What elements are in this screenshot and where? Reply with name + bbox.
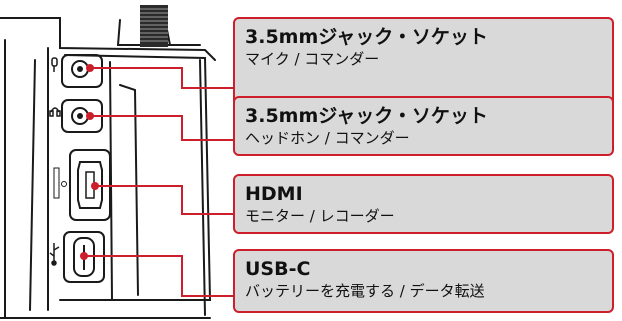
- callout-usb-c: USB-C バッテリーを充電する / データ転送: [233, 249, 614, 313]
- callout-headphone-jack: 3.5mmジャック・ソケット ヘッドホン / コマンダー: [233, 96, 614, 156]
- callout-title: 3.5mmジャック・ソケット: [245, 26, 488, 48]
- leader-dot-1a: [86, 64, 94, 72]
- callout-subtitle: バッテリーを充電する / データ転送: [245, 282, 485, 300]
- hdmi-icon: [53, 167, 67, 199]
- usb-icon: [49, 243, 60, 266]
- callout-title: 3.5mmジャック・ソケット: [245, 105, 488, 127]
- callout-title: USB-C: [245, 258, 311, 280]
- callout-subtitle: マイク / コマンダー: [245, 50, 380, 68]
- leader-dot-2a: [86, 112, 94, 120]
- leader-line-2: [90, 115, 238, 141]
- microphone-icon: [51, 57, 58, 72]
- callout-hdmi: HDMI モニター / レコーダー: [233, 174, 614, 234]
- mic-jack: [61, 54, 103, 88]
- headphone-icon: [49, 107, 61, 117]
- leader-line-1: [90, 67, 239, 89]
- callout-subtitle: ヘッドホン / コマンダー: [245, 129, 410, 147]
- callout-subtitle: モニター / レコーダー: [245, 207, 395, 225]
- callout-mic-jack: 3.5mmジャック・ソケット マイク / コマンダー: [233, 17, 614, 109]
- callout-title: HDMI: [245, 183, 303, 205]
- leader-line-3: [95, 185, 238, 215]
- leader-dot-4a: [80, 252, 88, 260]
- leader-dot-3a: [91, 182, 99, 190]
- dial-knob: [140, 5, 168, 47]
- leader-line-4: [84, 255, 238, 297]
